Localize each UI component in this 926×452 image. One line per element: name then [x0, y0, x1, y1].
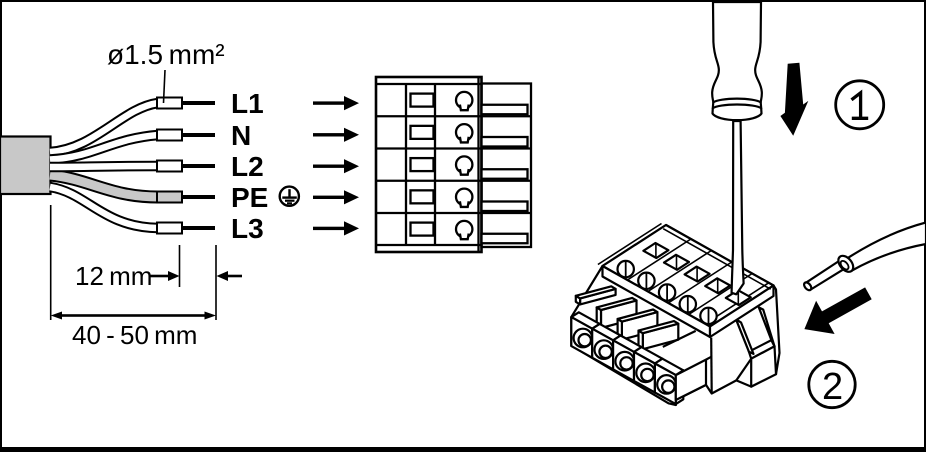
- svg-text:12 mm: 12 mm: [75, 261, 152, 291]
- svg-text:2: 2: [822, 366, 843, 408]
- svg-text:L1: L1: [231, 88, 264, 119]
- svg-text:L3: L3: [231, 213, 264, 244]
- svg-text:N: N: [231, 120, 251, 151]
- svg-text:ø1.5 mm²: ø1.5 mm²: [107, 39, 225, 70]
- svg-text:40 - 50 mm: 40 - 50 mm: [72, 320, 197, 350]
- svg-text:L2: L2: [231, 151, 264, 182]
- svg-text:PE: PE: [231, 182, 268, 213]
